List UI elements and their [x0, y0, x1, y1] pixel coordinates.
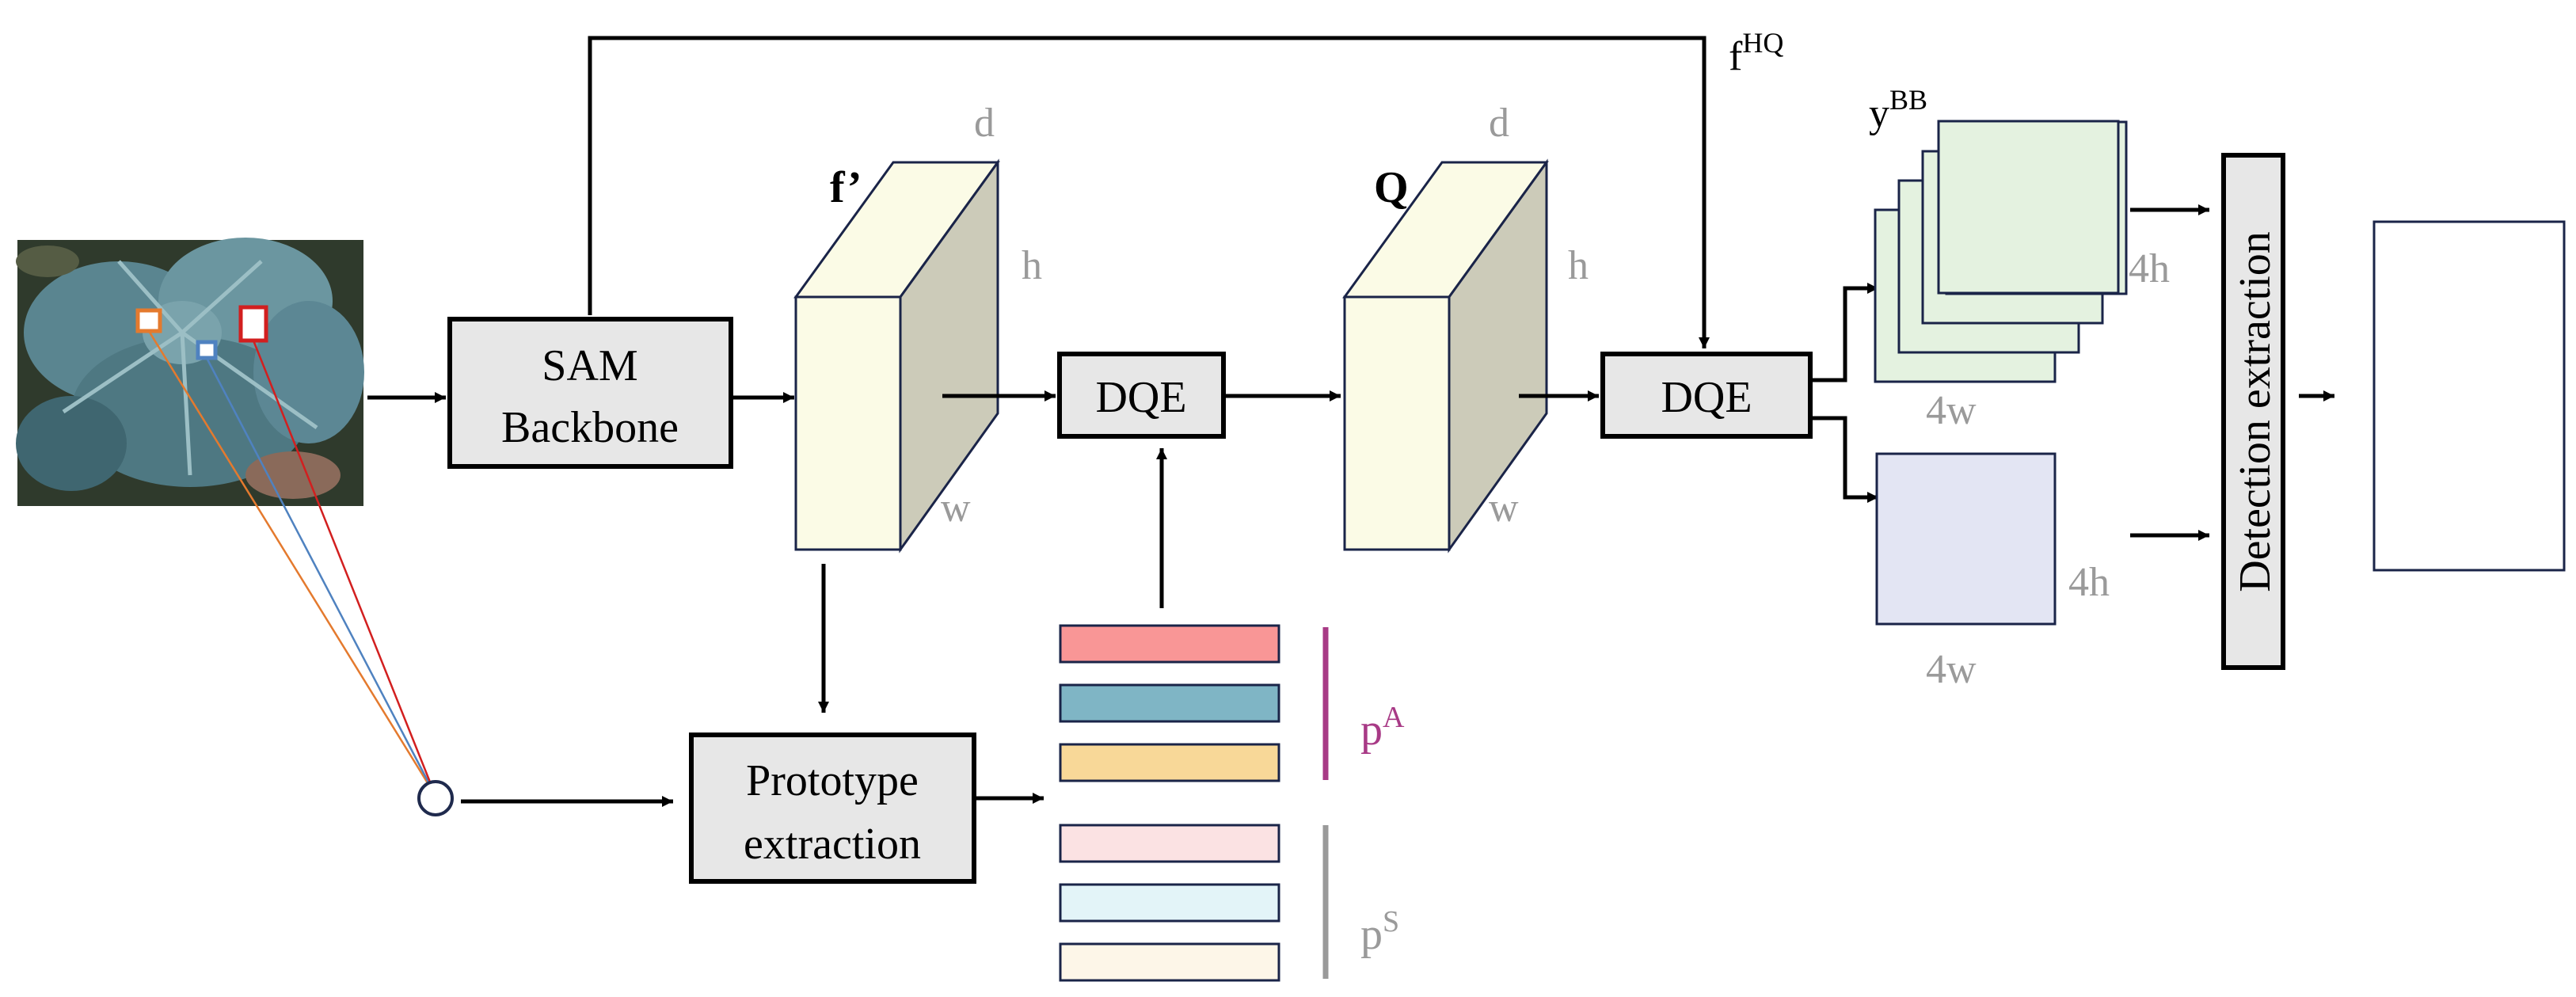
stack-4w-label: 4w: [1926, 388, 1977, 433]
blue-link-line: [205, 357, 437, 797]
dqe2-to-single-arrow: [1810, 416, 1878, 503]
f-prime-d-label: d: [974, 101, 995, 146]
sam-backbone-label-2: Backbone: [501, 403, 679, 452]
detection-extraction-label: Detection extraction: [2231, 231, 2280, 592]
proto-s-bar-3: [1059, 942, 1280, 982]
fhq-skip-arrow: [588, 36, 1710, 348]
dqe-2-label: DQE: [1661, 373, 1752, 422]
proto-a-bar-1: [1059, 624, 1280, 664]
single-4w-label: 4w: [1926, 647, 1977, 692]
prototype-extraction-label-1: Prototype: [746, 756, 919, 805]
proto-a-bar-3: [1059, 743, 1280, 782]
proto-s-bar-2: [1059, 883, 1280, 923]
q-w-label: w: [1489, 485, 1519, 531]
proto-s-bar-1: [1059, 824, 1280, 863]
patch-blue: [196, 340, 218, 360]
dqe-1-label: DQE: [1095, 373, 1186, 422]
ybb-label: yBB: [1869, 84, 1927, 136]
tensor-f-prime: [793, 158, 1000, 554]
patch-orange: [135, 308, 162, 333]
proto-a-label: pA: [1360, 701, 1405, 755]
f-prime-w-label: w: [941, 485, 971, 531]
patch-pool-node: [417, 780, 454, 816]
dqe2-to-stack-arrow: [1810, 283, 1878, 382]
patch-red: [238, 305, 268, 343]
tensor-q: [1342, 158, 1549, 554]
sam-backbone-block: [447, 317, 733, 469]
prototype-extraction-label-2: extraction: [744, 820, 921, 869]
orange-link-line: [147, 330, 437, 797]
q-d-label: d: [1489, 101, 1509, 146]
f-prime-label: f’: [830, 163, 862, 212]
single-4h-label: 4h: [2068, 560, 2110, 605]
output-panel: [2372, 220, 2566, 572]
q-label: Q: [1374, 163, 1409, 212]
prototype-extraction-block: [689, 733, 976, 884]
fhq-label: fHQ: [1729, 27, 1783, 79]
stack-4h-label: 4h: [2129, 246, 2170, 291]
detection-extraction-block: [2221, 153, 2285, 670]
proto-a-bar-2: [1059, 683, 1280, 723]
input-image: [16, 238, 364, 506]
red-link-line: [252, 340, 437, 797]
proto-s-label: pS: [1360, 905, 1399, 959]
q-h-label: h: [1568, 243, 1589, 288]
ybb-stack: [1874, 120, 2128, 383]
single-map: [1875, 452, 2057, 626]
sam-backbone-label-1: SAM: [542, 341, 637, 390]
dqe-block-2: [1600, 352, 1813, 439]
f-prime-h-label: h: [1022, 243, 1042, 288]
